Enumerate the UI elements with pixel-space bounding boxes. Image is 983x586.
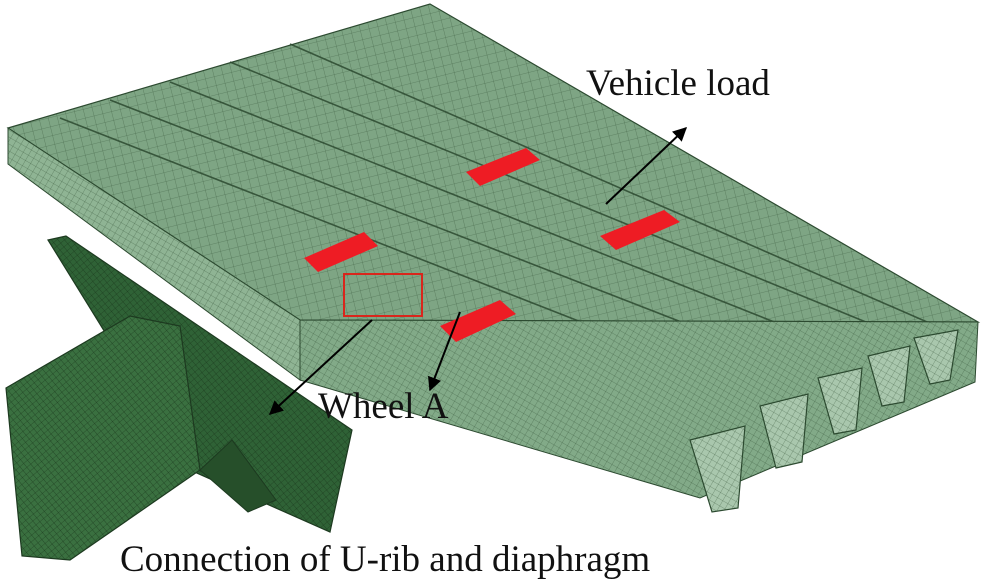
load-patch-2 (600, 210, 680, 250)
load-patch-3 (304, 232, 378, 272)
arrow-icon (427, 311, 461, 392)
deck-bottom-mesh (300, 320, 978, 498)
arrow-icon (268, 319, 373, 415)
deck-side-mesh (8, 128, 300, 380)
vehicle-load-patches (304, 148, 680, 342)
load-patch-1 (466, 148, 540, 186)
u-rib-wall-mesh (6, 316, 200, 560)
wheel-a-label: Wheel A (318, 386, 449, 427)
arrow-icon (605, 127, 688, 205)
connection-detail-model (5, 235, 353, 561)
connection-highlight-box (343, 273, 423, 317)
annotation-arrows (268, 127, 688, 415)
connection-caption: Connection of U-rib and diaphragm (120, 539, 651, 580)
cutout-region (199, 439, 277, 513)
load-patch-4 (440, 300, 516, 342)
vehicle-load-label: Vehicle load (586, 63, 770, 104)
u-rib-sections-mesh (690, 330, 958, 512)
diaphragm-plate-mesh (48, 236, 352, 532)
